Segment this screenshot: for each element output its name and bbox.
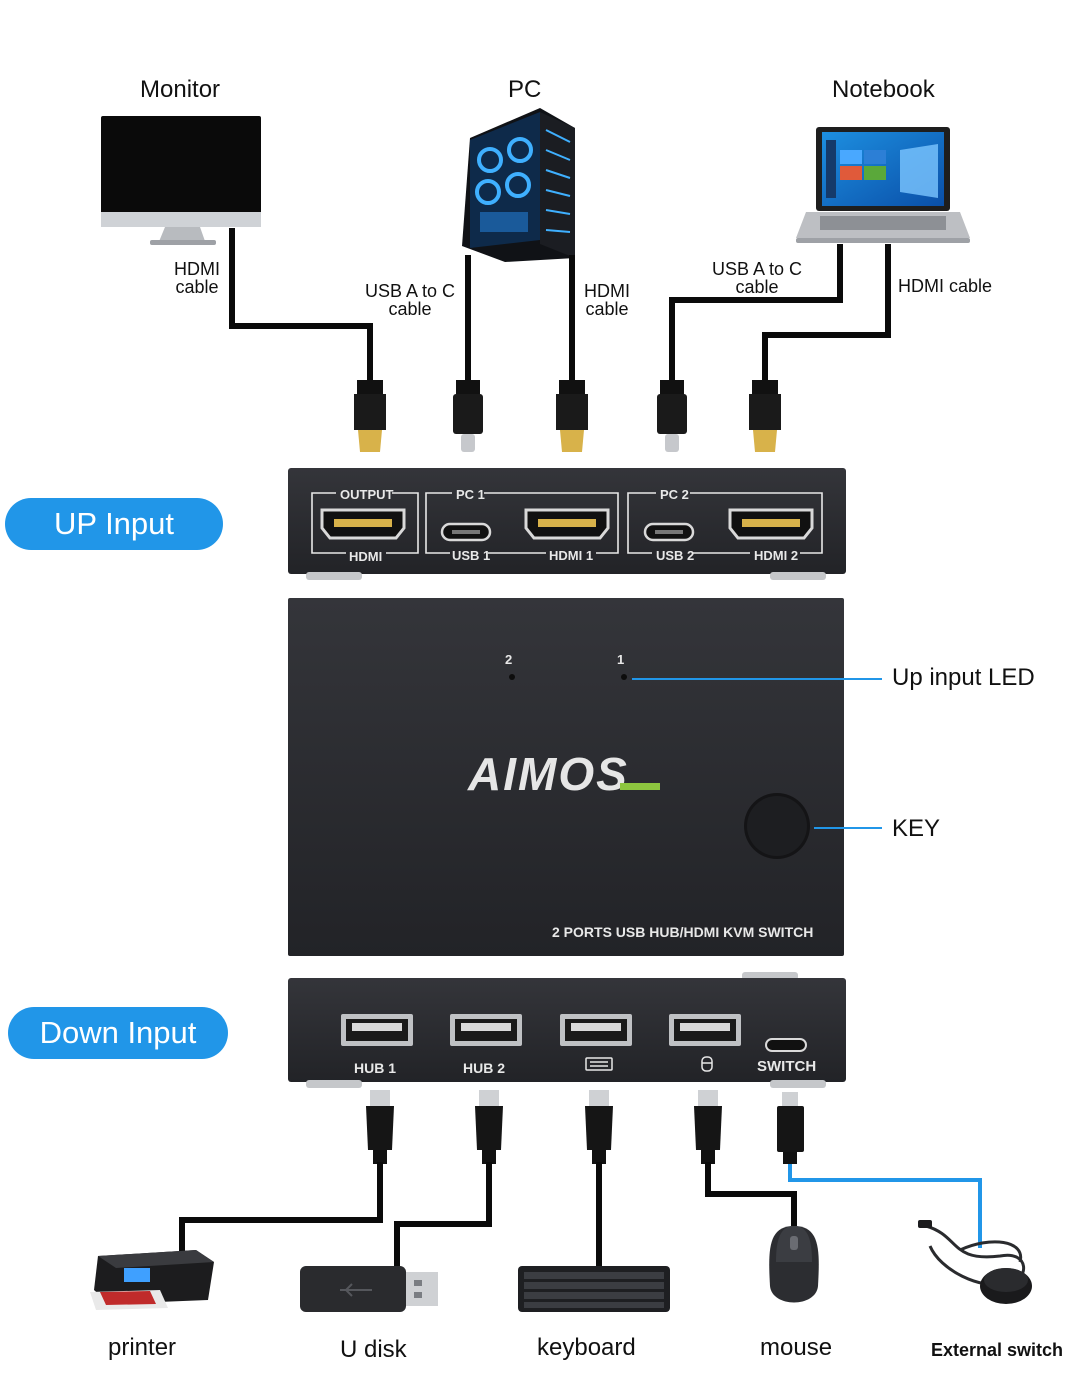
external-switch-icon (918, 1220, 1032, 1304)
svg-text:AIMOS: AIMOS (467, 748, 629, 800)
printer-icon (90, 1250, 214, 1310)
up-input-led-label: Up input LED (892, 664, 1035, 691)
usb-a-plug-hub2 (475, 1090, 503, 1164)
hdmi-plug-output (354, 380, 386, 452)
hdmi2-label: HDMI 2 (754, 548, 798, 563)
key-label: KEY (892, 815, 941, 842)
keyboard-icon (585, 1057, 613, 1071)
led-1-indicator (621, 674, 627, 680)
usbc-plug-pc2 (657, 380, 687, 452)
mouse-label: mouse (760, 1334, 833, 1361)
hdmi1-port (524, 508, 610, 540)
up-input-badge: UP Input (5, 498, 223, 550)
hdmi-plug-pc2 (749, 380, 781, 452)
u-disk-icon (300, 1266, 438, 1312)
micro-usb-plug-switch (777, 1092, 804, 1164)
monitor-label: Monitor (140, 76, 221, 103)
up-input-panel: OUTPUT HDMI PC 1 USB 1 HDMI 1 PC 2 USB 2… (288, 468, 846, 580)
usb2-label: USB 2 (656, 548, 694, 563)
notebook-icon (796, 127, 970, 243)
printer-label: printer (108, 1334, 177, 1361)
keyboard-device-icon (518, 1266, 670, 1312)
kvm-switch-body: 2 1 AIMOS 2 PORTS USB HUB/HDMI KVM SWITC… (288, 598, 844, 956)
mouse-icon (701, 1056, 713, 1072)
mouse-port (669, 1014, 741, 1046)
switch-label: SWITCH (757, 1058, 816, 1075)
external-switch-cable (788, 1164, 982, 1248)
usb1-port (440, 522, 492, 542)
pc1-group-label: PC 1 (456, 487, 485, 502)
notebook-label: Notebook (832, 76, 935, 103)
hdmi-output-port (320, 508, 406, 540)
top-cables (229, 228, 891, 382)
usbc-plug-pc1 (453, 380, 483, 452)
hub1-port (341, 1014, 413, 1046)
output-group-label: OUTPUT (340, 487, 394, 502)
usb-a-plug-mouse (694, 1090, 722, 1164)
hdmi-plug-pc1 (556, 380, 588, 452)
aimos-logo: AIMOS (467, 748, 660, 800)
pc2-group-label: PC 2 (660, 487, 689, 502)
usb2-port (643, 522, 695, 542)
led-2-label: 2 (505, 652, 512, 667)
hdmi2-port (728, 508, 814, 540)
keyboard-label: keyboard (537, 1334, 636, 1361)
usb-a-plug-keyboard (585, 1090, 613, 1164)
pc-tower-icon (462, 108, 575, 262)
monitor-icon (101, 116, 261, 245)
mouse-device-icon (769, 1226, 819, 1303)
keyboard-port (560, 1014, 632, 1046)
pc-label: PC (508, 76, 542, 103)
usb1-label: USB 1 (452, 548, 490, 563)
usb-a-plug-hub1 (366, 1090, 394, 1164)
hub2-label: HUB 2 (463, 1060, 505, 1076)
down-input-panel: HUB 1 HUB 2 SWITCH (288, 972, 846, 1088)
hdmi1-label: HDMI 1 (549, 548, 593, 563)
key-button (744, 793, 810, 859)
switch-port (765, 1038, 807, 1052)
hub2-port (450, 1014, 522, 1046)
external-switch-label: External switch (931, 1340, 1064, 1360)
led-2-indicator (509, 674, 515, 680)
notebook-hdmi-cable-label: HDMI cable (898, 276, 993, 296)
led-1-label: 1 (617, 652, 624, 667)
output-hdmi-label: HDMI (349, 549, 382, 564)
u-disk-label: U disk (340, 1336, 407, 1363)
down-input-badge: Down Input (8, 1007, 228, 1059)
bottom-cables (179, 1162, 797, 1268)
hub1-label: HUB 1 (354, 1060, 396, 1076)
product-name: 2 PORTS USB HUB/HDMI KVM SWITCH (552, 924, 813, 940)
